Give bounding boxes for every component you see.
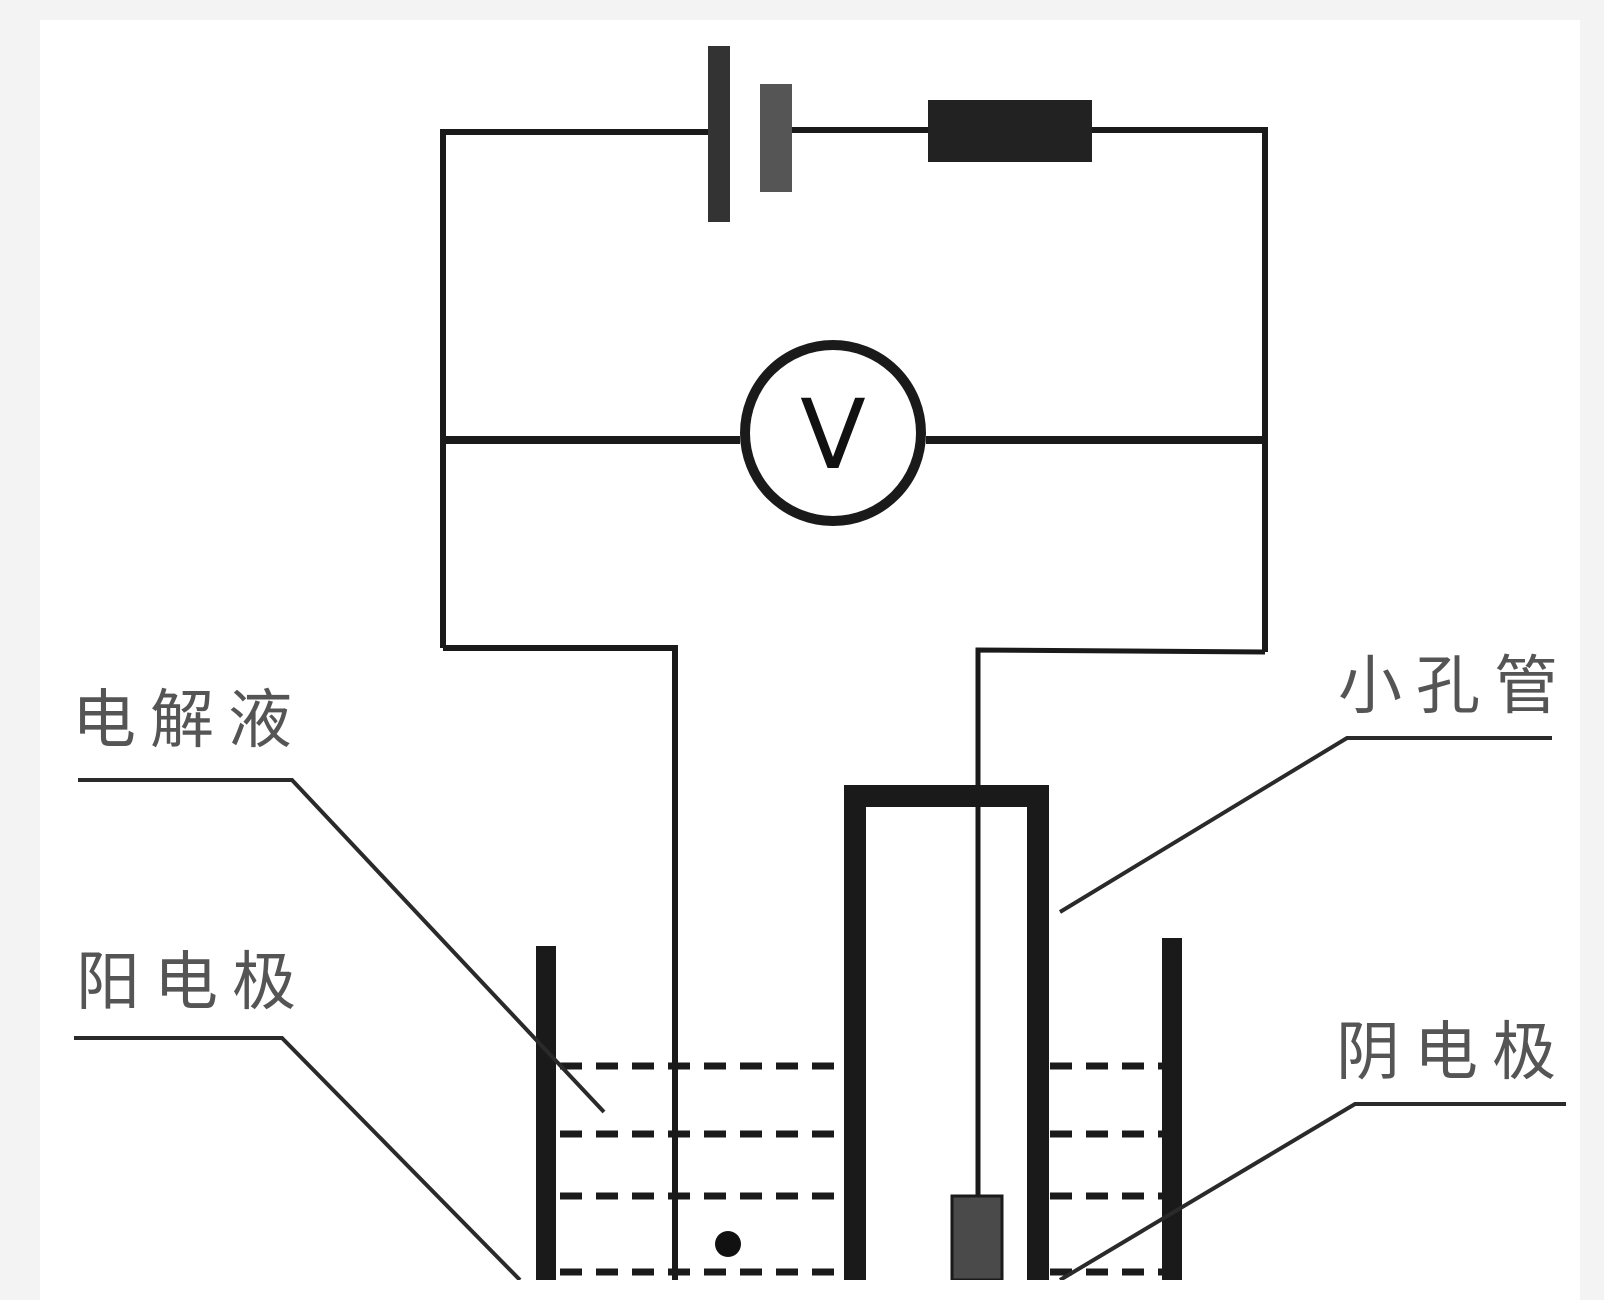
voltmeter-circle [740, 340, 926, 526]
anode-leader [74, 1036, 522, 1280]
electrolyte-label: 电解液 [72, 684, 306, 758]
cathode-lead-wire [975, 647, 1266, 1196]
beaker [536, 938, 1182, 1280]
battery-icon [708, 46, 792, 222]
cathode-label: 阴电极 [1336, 1016, 1570, 1090]
voltmeter-icon: V [740, 340, 926, 526]
cathode-leader [1058, 1102, 1566, 1280]
electrolyte-leader [78, 778, 606, 1114]
leader-lines [74, 736, 1566, 1280]
particle-dot [715, 1231, 741, 1257]
resistor-icon [928, 100, 1092, 162]
battery-long-plate [708, 46, 730, 222]
aperture-tube-leader [1058, 736, 1552, 914]
cathode-block [950, 1194, 1004, 1280]
circuit-top-wire [440, 127, 1268, 652]
aperture-tube-label: 小孔管 [1338, 650, 1572, 724]
voltmeter-symbol: V [800, 379, 866, 491]
aperture-tube [844, 785, 1049, 1280]
battery-short-plate [760, 84, 792, 192]
figure-card [40, 20, 1580, 1300]
anode-lead-wire [443, 645, 678, 1280]
electrolyte-lines [560, 1062, 1162, 1276]
anode-label: 阳电极 [76, 946, 310, 1020]
